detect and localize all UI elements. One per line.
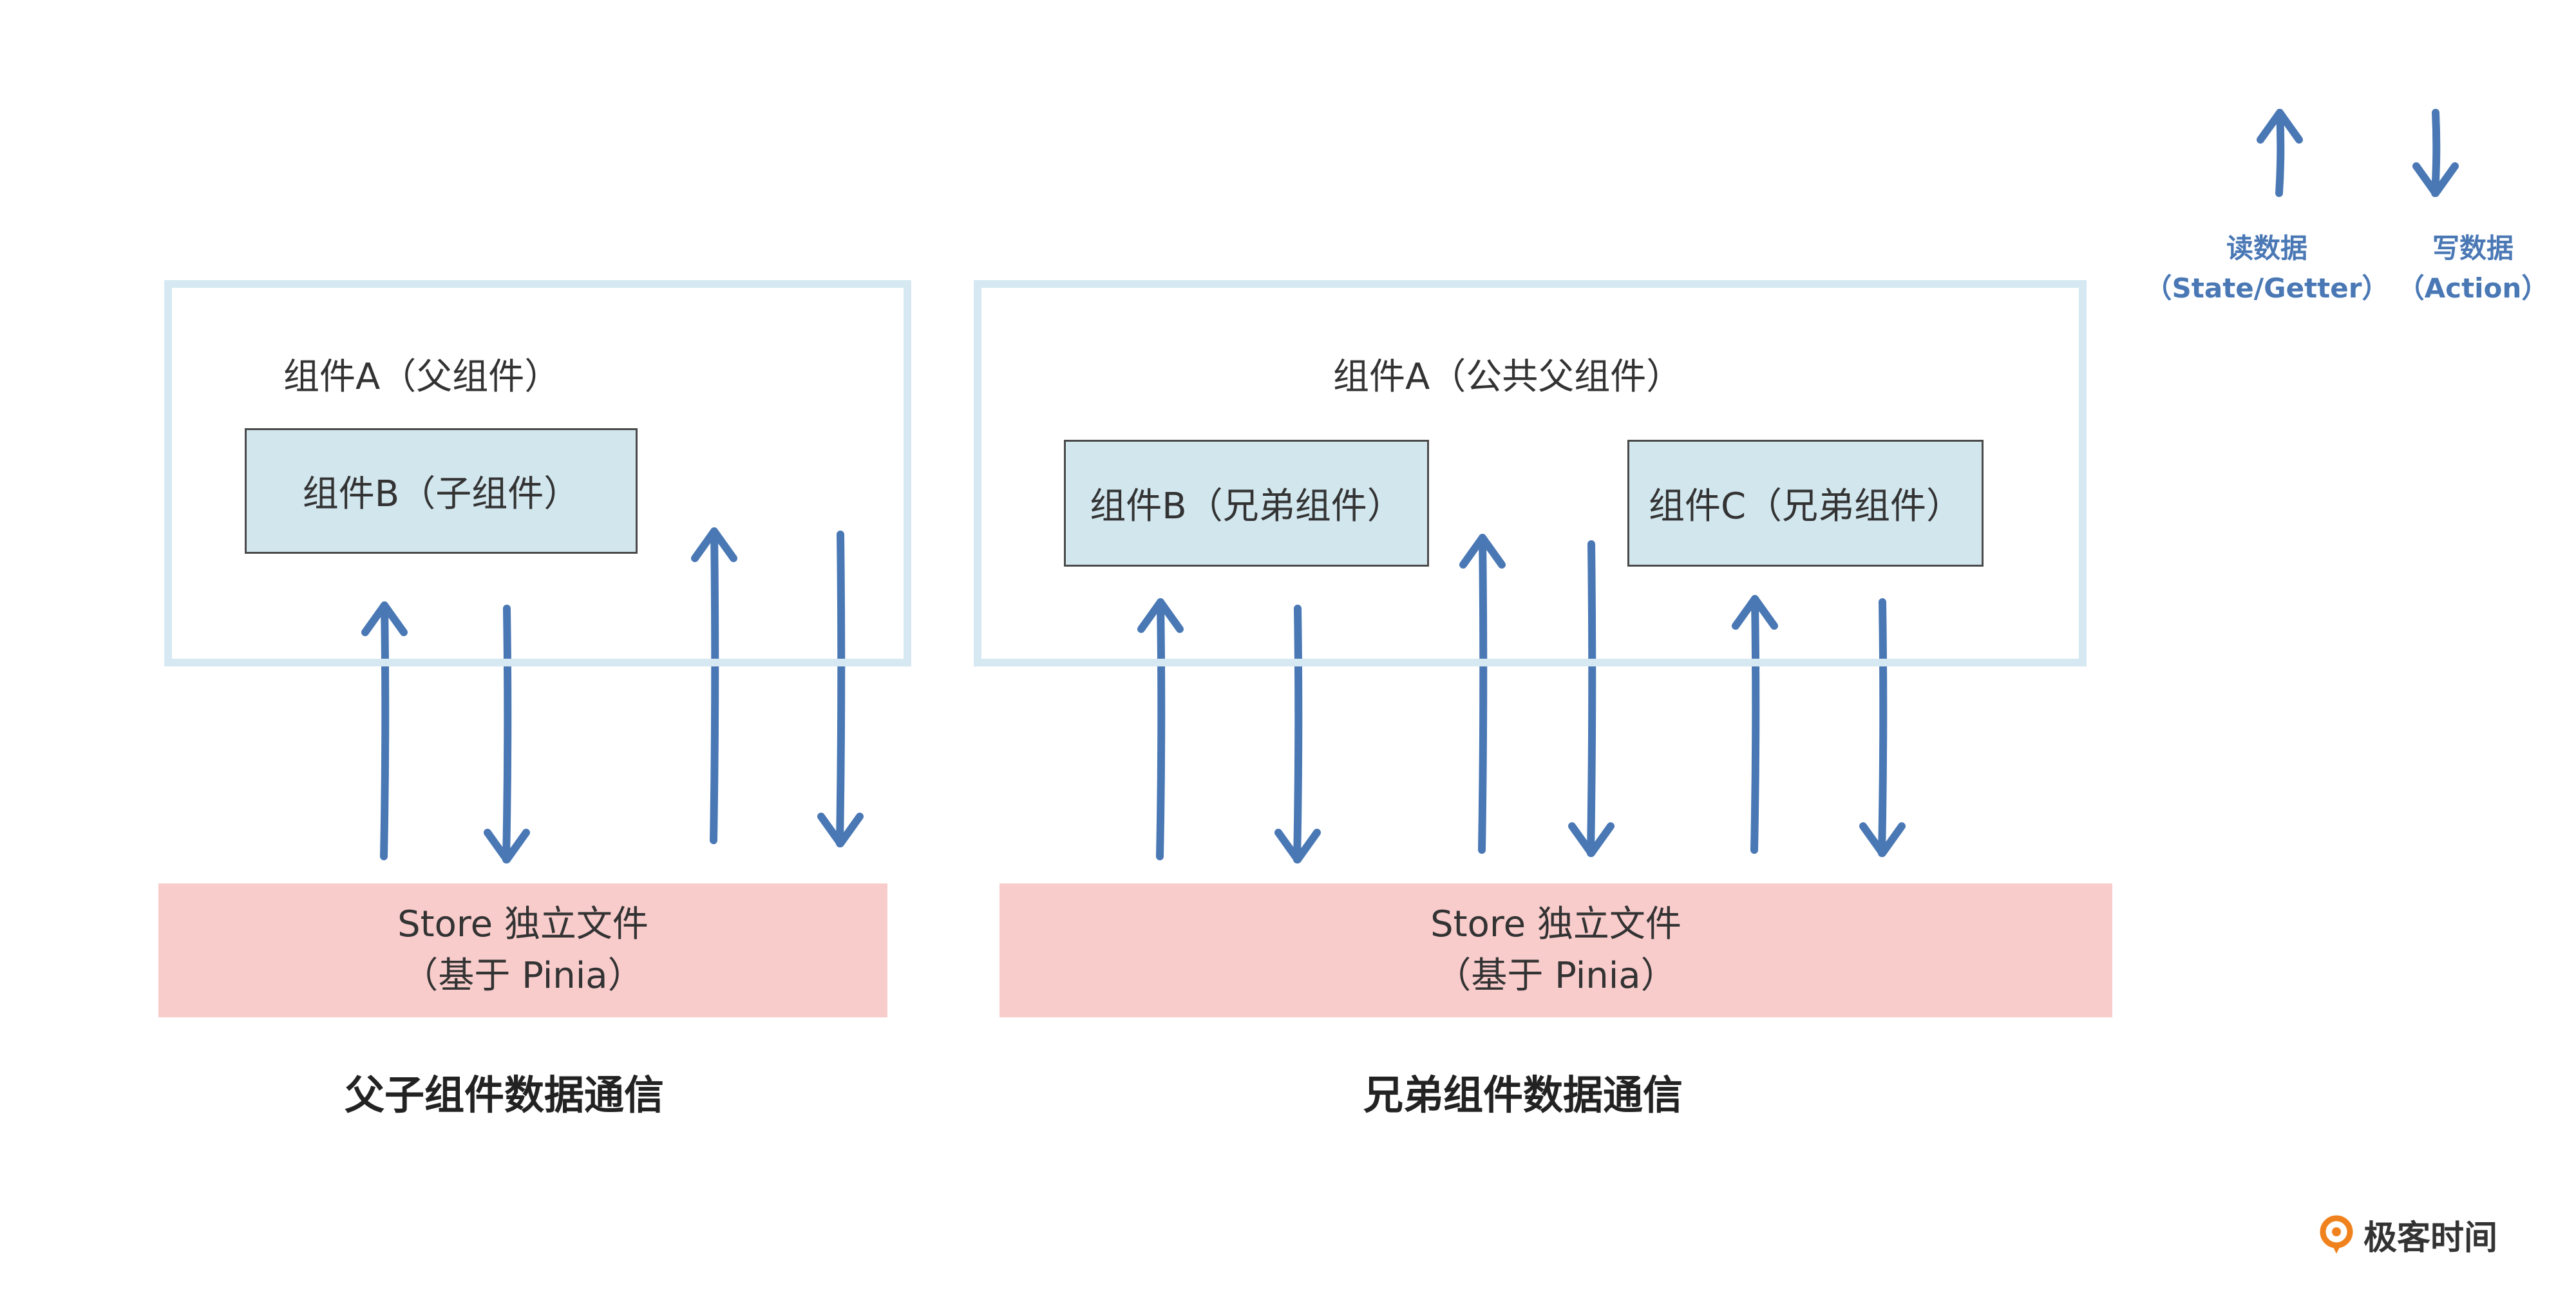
right-caption: 兄弟组件数据通信 — [1363, 1071, 1683, 1118]
right-child-c-component-box: 组件C（兄弟组件） — [1627, 440, 1984, 567]
left-parent-component-label: 组件A（父组件） — [283, 356, 561, 398]
geektime-logo-icon — [2320, 1215, 2353, 1254]
right-b-read-arrow — [1137, 598, 1184, 860]
legend-read-line1: 读数据 — [2226, 232, 2307, 264]
legend-write-line1: 写数据 — [2432, 232, 2514, 264]
right-c-write-arrow — [1859, 598, 1906, 857]
legend-write-arrow-icon — [2412, 109, 2459, 197]
legend-write-text: 写数据 （Action） — [2376, 229, 2570, 308]
left-parent-component-box — [164, 280, 911, 666]
left-a-write-arrow — [817, 531, 864, 847]
legend-write-line2: （Action） — [2397, 272, 2549, 304]
left-caption: 父子组件数据通信 — [345, 1071, 665, 1118]
left-b-write-arrow — [484, 605, 530, 863]
legend-read-arrow-icon — [2257, 109, 2303, 197]
legend-read-text: 读数据 （State/Getter） — [2145, 229, 2389, 308]
left-a-read-arrow — [691, 527, 737, 844]
left-store-line2: （基于 Pinia） — [402, 955, 644, 997]
left-store-box: Store 独立文件 （基于 Pinia） — [158, 883, 887, 1017]
left-b-read-arrow — [361, 601, 408, 860]
right-a-read-arrow — [1459, 534, 1506, 854]
right-child-b-component-box: 组件B（兄弟组件） — [1064, 440, 1429, 567]
left-child-component-box: 组件B（子组件） — [245, 428, 638, 554]
right-store-line1: Store 独立文件 — [1430, 903, 1681, 945]
right-parent-component-box — [974, 280, 2087, 666]
right-store-box: Store 独立文件 （基于 Pinia） — [999, 883, 2112, 1017]
left-store-line1: Store 独立文件 — [397, 903, 649, 945]
right-store-line2: （基于 Pinia） — [1435, 955, 1677, 997]
legend-read-line2: （State/Getter） — [2145, 272, 2389, 304]
right-c-read-arrow — [1732, 595, 1778, 854]
logo: 极客时间 — [2318, 1211, 2497, 1259]
right-b-write-arrow — [1274, 605, 1321, 863]
right-a-write-arrow — [1568, 540, 1615, 857]
logo-text: 极客时间 — [2363, 1219, 2498, 1258]
right-parent-component-label: 组件A（公共父组件） — [1333, 356, 1683, 398]
